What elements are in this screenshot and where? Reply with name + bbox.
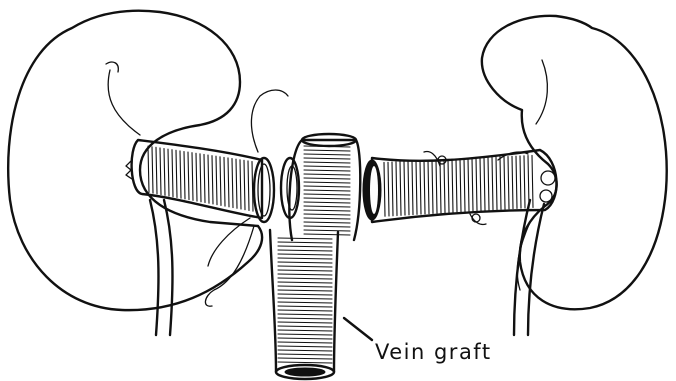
vein-graft-label: Vein graft (375, 340, 492, 364)
left-renal-vessel (126, 140, 274, 222)
left-ureter (150, 200, 172, 335)
right-ureter (514, 200, 544, 335)
vein-graft (270, 134, 360, 379)
label-leader-line (344, 318, 372, 340)
right-kidney (482, 16, 667, 309)
left-suture-threads (205, 90, 288, 306)
